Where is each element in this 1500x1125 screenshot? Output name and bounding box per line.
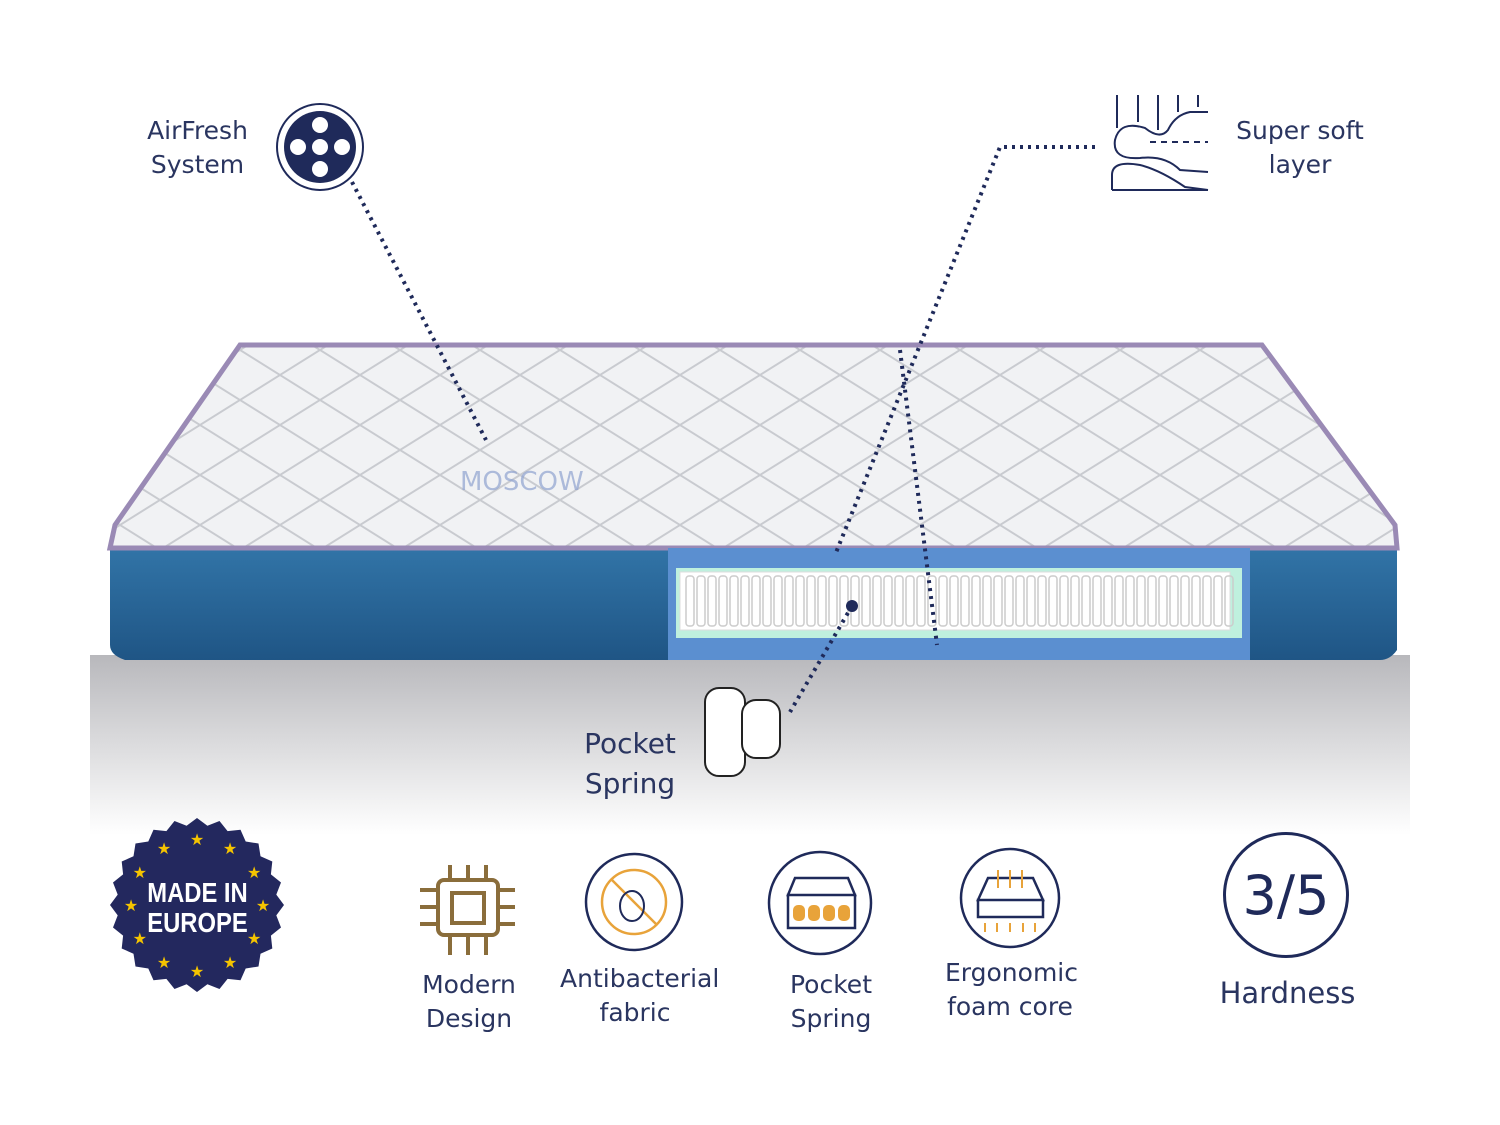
- feature-antibacterial: Antibacterial fabric: [560, 964, 720, 1027]
- airfresh-icon: [276, 103, 364, 191]
- chip-icon: [420, 865, 515, 955]
- spring-mattress-icon: [767, 850, 873, 956]
- star-icon: ★: [247, 929, 261, 948]
- feature-foam-core: Ergonomic foam core: [945, 958, 1078, 1021]
- star-icon: ★: [157, 839, 171, 858]
- foam-core-icon: [959, 847, 1061, 949]
- star-icon: ★: [247, 863, 261, 882]
- hardness-rating: 3/5: [1223, 832, 1349, 958]
- star-icon: ★: [157, 953, 171, 972]
- svg-text:MOSCOW: MOSCOW: [460, 467, 584, 497]
- feature-pocket-spring: Pocket Spring: [790, 970, 872, 1033]
- star-icon: ★: [223, 953, 237, 972]
- foam-leader: [898, 349, 939, 646]
- mattress-top: [106, 342, 1400, 551]
- star-icon: ★: [190, 962, 204, 981]
- no-bug-icon: [584, 852, 684, 952]
- pocket-spring-coils-icon: [704, 687, 781, 777]
- star-icon: ★: [190, 830, 204, 849]
- airfresh-label: AirFresh System: [147, 116, 248, 179]
- star-icon: ★: [133, 929, 147, 948]
- pocket-spring-label: Pocket Spring: [584, 727, 676, 800]
- star-icon: ★: [133, 863, 147, 882]
- star-icon: ★: [223, 839, 237, 858]
- feature-modern-design: Modern Design: [422, 970, 516, 1033]
- made-in-europe-text: MADE IN EUROPE: [147, 877, 248, 938]
- made-in-europe-badge: ★ ★ ★ ★ ★ ★ ★ ★ ★ ★ ★ ★: [110, 818, 284, 992]
- airfresh-leader: [350, 181, 488, 441]
- super-soft-label: Super soft layer: [1236, 116, 1364, 179]
- hardness-label: Hardness: [1219, 976, 1356, 1010]
- star-icon: ★: [124, 896, 138, 915]
- star-icon: ★: [256, 896, 270, 915]
- super-soft-layer-icon: [1111, 95, 1209, 191]
